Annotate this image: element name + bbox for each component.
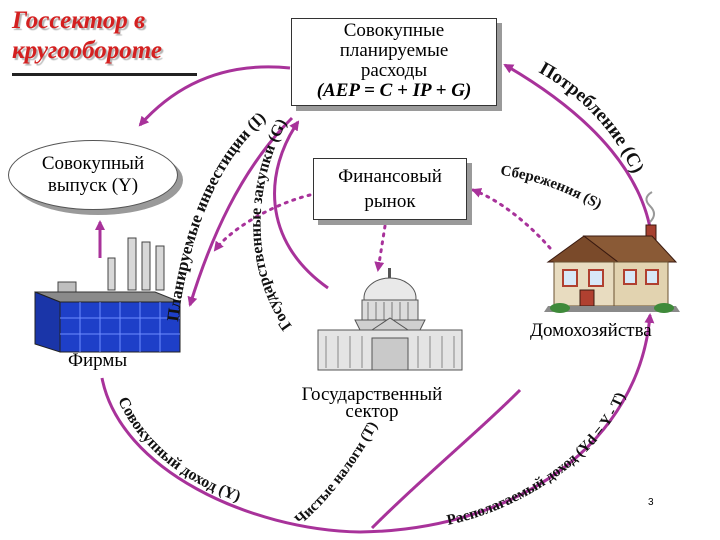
disposable-income-label: Располагаемый доход (Yd = Y - T) (445, 390, 628, 529)
house-icon (544, 191, 680, 313)
gov-line1: Государственный (301, 384, 443, 405)
savings-dotted-arrow (471, 188, 552, 250)
finmarket-to-firms-dotted (213, 193, 312, 252)
consumption-arrow (503, 63, 654, 241)
aggregate-output-ellipse: Совокупный выпуск (Y) (8, 140, 178, 210)
factory-icon (34, 237, 181, 353)
capitol-icon (317, 268, 463, 371)
savings-label: Сбережения (S) (499, 163, 604, 213)
ae-line3: расходы (360, 60, 428, 81)
government-label: Государственный сектор (272, 384, 472, 422)
financial-market-box: Финансовый рынок (313, 158, 467, 220)
fin-line2: рынок (364, 191, 416, 212)
investment-arrow (187, 116, 294, 307)
page-number: 3 (648, 497, 654, 508)
firms-label: Фирмы (68, 350, 128, 371)
top-arc-arrow (138, 65, 291, 127)
slide-title: Госсектор в кругообороте (12, 7, 163, 64)
fin-line1: Финансовый (338, 166, 442, 187)
households-label: Домохозяйства (530, 320, 652, 341)
output-line1: Совокупный (41, 153, 145, 174)
taxes-arrow (370, 388, 522, 530)
aggregate-expenditure-box: Совокупные планируемые расходы (AEP = C … (291, 18, 497, 106)
ae-line1: Совокупные (343, 20, 445, 41)
output-line2: выпуск (Y) (47, 175, 139, 196)
finmarket-to-gov-dotted (374, 224, 387, 272)
gov-line2: сектор (345, 401, 399, 422)
gov-purchases-arrow (273, 120, 329, 290)
consumption-label: Потребление (C) (536, 58, 648, 176)
net-taxes-label: Чистые налоги (T) (292, 419, 381, 528)
ae-formula: (AEP = C + IP + G) (316, 80, 472, 101)
disposable-income-arrow (359, 313, 655, 534)
income-arrow (100, 377, 361, 534)
aggregate-income-label: Совокупный доход (Y) (114, 394, 242, 505)
title-underline (12, 73, 197, 76)
gov-purchases-label: Государственные закупки (G) (248, 116, 296, 333)
ae-line2: планируемые (339, 40, 449, 61)
